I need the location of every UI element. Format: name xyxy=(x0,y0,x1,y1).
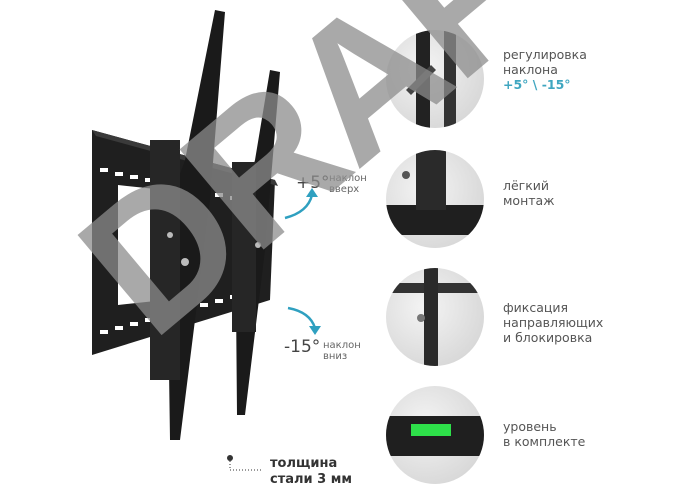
tilt-up-label-line2: вверх xyxy=(329,184,360,195)
detail-photo-lock xyxy=(386,268,484,366)
tilt-down-arrow xyxy=(287,306,317,329)
feature-text: наклона xyxy=(503,62,558,77)
thickness-line1: толщина xyxy=(270,456,338,471)
feature-text: лёгкий xyxy=(503,178,550,193)
thickness-line2: стали 3 мм xyxy=(270,472,352,487)
detail-photo-level xyxy=(386,386,484,484)
tilt-up-value: +5° xyxy=(296,173,330,193)
feature-text: в комплекте xyxy=(503,434,586,449)
feature-text: уровень xyxy=(503,419,557,434)
tilt-down-label-line2: вниз xyxy=(323,351,348,362)
feature-text: фиксация xyxy=(503,300,569,315)
feature-text: и блокировка xyxy=(503,330,593,345)
detail-photo-mounting xyxy=(386,150,484,248)
feature-text: монтаж xyxy=(503,193,555,208)
thickness-marker-icon xyxy=(227,455,262,471)
tilt-up-arrow xyxy=(284,194,314,220)
feature-text: регулировка xyxy=(503,47,587,62)
tv-arm-left xyxy=(150,10,225,440)
feature-text: направляющих xyxy=(503,315,604,330)
detail-photo-tilt xyxy=(386,30,484,128)
feature-accent: +5° \ -15° xyxy=(503,77,571,92)
tv-arm-right xyxy=(232,70,280,415)
tilt-up-label-line1: наклон xyxy=(329,173,367,184)
tilt-down-value: -15° xyxy=(284,337,321,357)
tilt-down-label-line1: наклон xyxy=(323,340,361,351)
